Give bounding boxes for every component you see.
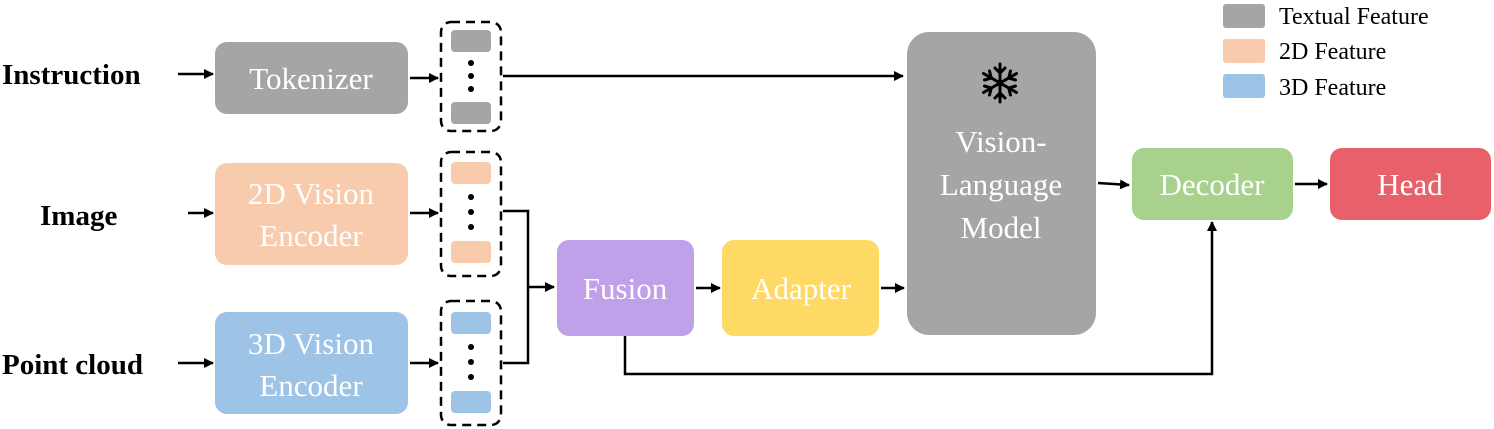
legend-swatch-textual	[1223, 4, 1265, 28]
2d-token	[451, 162, 491, 184]
legend-item-2d: 2D Feature	[1223, 39, 1386, 65]
legend-swatch-2d	[1223, 39, 1265, 63]
vlm-label-line1: Vision-	[955, 124, 1046, 159]
tokenizer-box: Tokenizer	[215, 42, 408, 114]
legend-item-3d: 3D Feature	[1223, 74, 1386, 101]
vision-encoder-3d-label-line1: 3D Vision	[248, 326, 374, 361]
vision-encoder-2d-label-line2: Encoder	[259, 218, 363, 253]
2d-token-group	[439, 150, 503, 278]
input-label-instruction: Instruction	[2, 59, 141, 91]
text-token-group	[439, 20, 503, 133]
vision-encoder-2d-label-line1: 2D Vision	[248, 176, 374, 211]
vision-encoder-3d-label-line2: Encoder	[259, 368, 363, 403]
vision-encoder-2d-box: 2D Vision Encoder	[215, 163, 408, 265]
text-token	[451, 102, 491, 124]
legend-item-textual: Textual Feature	[1223, 4, 1429, 30]
3d-token-group	[439, 299, 503, 427]
arrow-fusion-skip-to-decoder	[623, 221, 1217, 376]
3d-token	[451, 391, 491, 413]
connector-visual-tokens-merge	[503, 209, 530, 365]
arrow-vlm-to-decoder	[1097, 179, 1130, 190]
legend-label-3d: 3D Feature	[1279, 75, 1386, 101]
decoder-label: Decoder	[1160, 167, 1266, 202]
legend-label-textual: Textual Feature	[1279, 4, 1429, 30]
snowflake-icon	[982, 62, 1018, 104]
legend-label-2d: 2D Feature	[1279, 39, 1386, 65]
tokenizer-label: Tokenizer	[249, 61, 373, 96]
head-label: Head	[1377, 167, 1443, 202]
legend: Textual Feature 2D Feature 3D Feature	[1223, 4, 1429, 101]
2d-token	[451, 241, 491, 263]
input-label-image: Image	[40, 200, 117, 232]
adapter-box: Adapter	[722, 240, 879, 336]
decoder-box: Decoder	[1132, 148, 1293, 220]
legend-swatch-3d	[1223, 74, 1265, 98]
vlm-label-line2: Language	[940, 167, 1062, 202]
fusion-box: Fusion	[557, 240, 694, 336]
head-box: Head	[1330, 148, 1491, 220]
3d-token	[451, 312, 491, 334]
text-token	[451, 30, 491, 52]
vlm-label-line3: Model	[961, 210, 1042, 245]
fusion-label: Fusion	[583, 271, 668, 306]
input-label-point-cloud: Point cloud	[2, 349, 143, 381]
adapter-label: Adapter	[751, 271, 852, 306]
vision-language-model-box: Vision- Language Model	[907, 32, 1096, 335]
vision-encoder-3d-box: 3D Vision Encoder	[215, 312, 408, 414]
